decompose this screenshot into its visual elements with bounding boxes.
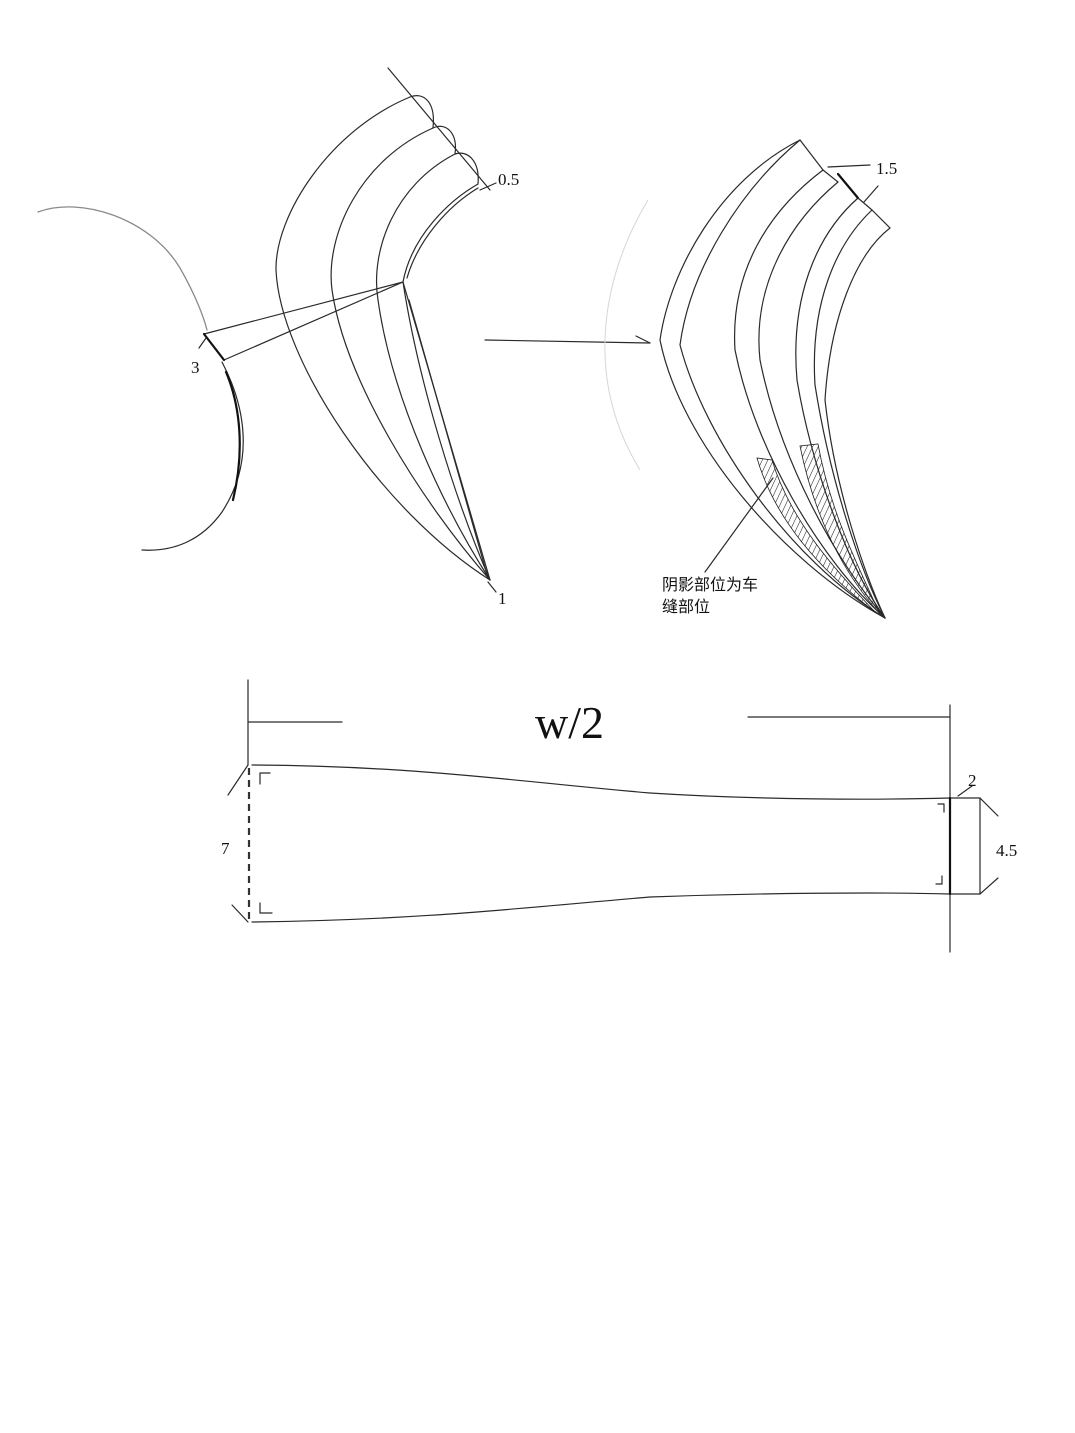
hatch-area-2	[799, 443, 881, 615]
transform-arrow	[484, 335, 651, 344]
armhole-bold-segment	[224, 370, 241, 502]
left-collar-draft: 0.5 3 1	[37, 67, 519, 608]
leader-1-5	[827, 164, 871, 168]
collar-curve-3	[375, 153, 491, 581]
note-leader	[704, 477, 774, 573]
collar-inner-1	[733, 169, 886, 619]
collar-edge-seam	[406, 187, 479, 279]
wedge-3-end	[202, 332, 226, 362]
label-1-5: 1.5	[876, 159, 897, 178]
neckline-curve	[37, 206, 208, 331]
collar-inner-edge	[824, 227, 891, 619]
height-left-label: 7	[221, 839, 230, 858]
label-0-5: 0.5	[498, 170, 519, 189]
collar-outer-edge-2	[679, 139, 886, 619]
label-3: 3	[191, 358, 200, 377]
leader-0-5	[479, 182, 497, 191]
right-collar-result: 1.5 阴影部位为车 缝部位	[604, 139, 897, 619]
band-bottom-edge	[251, 892, 951, 923]
armhole-curve	[141, 361, 244, 551]
collar-edge-straight-2	[408, 299, 489, 579]
label-1: 1	[498, 589, 507, 608]
collar-outer-edge	[659, 139, 886, 619]
scallop-1	[409, 95, 434, 129]
height-right-label: 4.5	[996, 841, 1017, 860]
wedge-3	[203, 281, 404, 361]
band-top-edge	[251, 764, 951, 800]
faint-guide-arc	[604, 199, 649, 471]
waistband-draft: w/2 7 2 4.5	[221, 679, 1017, 953]
collar-curve-outer	[275, 96, 491, 581]
hatch-area-1	[756, 457, 876, 613]
width-label: w/2	[535, 697, 604, 748]
scallop-2	[432, 125, 457, 155]
band-end-tab	[949, 797, 981, 895]
step-2-label: 2	[968, 771, 977, 790]
note-text-line2: 缝部位	[662, 597, 710, 616]
note-text-line1: 阴影部位为车	[662, 575, 758, 594]
guide-line-left	[387, 67, 491, 191]
leader-1	[487, 581, 497, 593]
collar-curve-2	[330, 127, 491, 581]
scallop-3	[454, 152, 479, 185]
leader-3	[198, 337, 207, 349]
collar-curve-inner	[402, 183, 491, 581]
collar-inner-4	[813, 209, 886, 619]
